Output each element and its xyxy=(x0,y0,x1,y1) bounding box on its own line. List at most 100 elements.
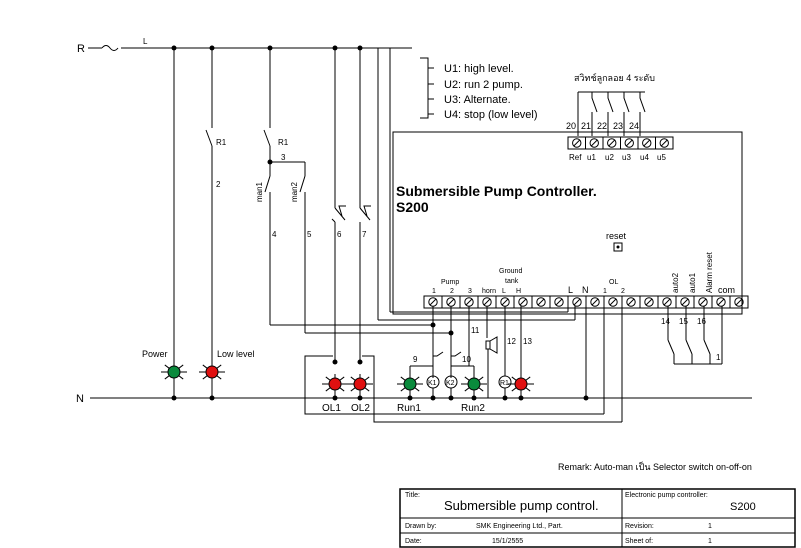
bottom-terminal-strip xyxy=(423,295,749,309)
man2-label: man2 xyxy=(290,181,299,202)
bottom-terminal-10 xyxy=(585,295,605,309)
bottom-terminal-13 xyxy=(639,295,659,309)
bottom-terminal-8 xyxy=(549,295,569,309)
man1-switch: man1 4 xyxy=(255,162,277,325)
terminal-l: L xyxy=(568,285,573,295)
ground-h: H xyxy=(516,288,521,295)
contactor-wiring: 9 10 11 12 13 xyxy=(270,306,623,423)
bottom-terminal-16 xyxy=(693,295,713,309)
elec-label: Electronic pump controller: xyxy=(625,492,708,499)
sheet-value: 1 xyxy=(708,538,712,545)
revision-value: 1 xyxy=(708,523,712,530)
run2-label: Run2 xyxy=(461,403,485,414)
k2-label: K2 xyxy=(446,380,455,387)
ol2-label: OL2 xyxy=(351,403,370,414)
r1-label-b: R1 xyxy=(278,138,289,147)
date-value: 15/1/2555 xyxy=(492,538,523,545)
legend-u2: U2: run 2 pump. xyxy=(444,79,523,91)
float-num-22: 22 xyxy=(597,121,607,131)
wire-16-label: 16 xyxy=(697,317,706,326)
horn-label: horn xyxy=(482,288,496,295)
alarm-lamp xyxy=(508,374,534,394)
bottom-terminal-labels: Pump 1 2 3 horn Ground tank L H L N OL 1… xyxy=(432,251,735,295)
legend: U1: high level. U2: run 2 pump. U3: Alte… xyxy=(420,57,538,121)
wire-11-label: 11 xyxy=(471,326,480,335)
revision-label: Revision: xyxy=(625,523,654,530)
top-terminal-labels: Ref u1 u2 u3 u4 u5 xyxy=(569,153,666,162)
low-level-label: Low level xyxy=(217,349,255,359)
wire-15-label: 15 xyxy=(679,317,688,326)
terminal-n: N xyxy=(582,285,589,295)
date-label: Date: xyxy=(405,538,422,545)
run1-lamp xyxy=(397,374,423,394)
legend-u4: U4: stop (low level) xyxy=(444,109,538,121)
pump-label: Pump xyxy=(441,279,459,286)
controller-box: Submersible Pump Controller. S200 reset xyxy=(392,131,743,315)
run2-lamp xyxy=(461,374,487,394)
coil-r1: R1 xyxy=(498,375,512,398)
auto-switch-wiring: 14 15 16 1 xyxy=(661,306,723,365)
top-terminal-6 xyxy=(655,136,674,150)
float-switch: สวิทช์ลูกลอย 4 ระดับ 20 21 22 23 24 xyxy=(566,72,655,136)
r1-contact-a: R1 2 xyxy=(205,48,227,364)
wire-4-label: 4 xyxy=(272,230,277,239)
term-u2: u2 xyxy=(605,153,614,162)
top-terminal-3 xyxy=(602,136,621,150)
top-terminal-2 xyxy=(585,136,604,150)
top-terminal-1 xyxy=(567,136,586,150)
contact-7: 7 xyxy=(359,48,371,362)
bottom-terminal-12 xyxy=(621,295,641,309)
bottom-terminal-11 xyxy=(603,295,623,309)
coil-k2: K2 xyxy=(444,375,458,398)
ol1-lamp xyxy=(322,374,348,394)
wire-12-label: 12 xyxy=(507,337,516,346)
bottom-terminal-9 xyxy=(567,295,587,309)
term-ref: Ref xyxy=(569,153,582,162)
alarm-reset-label: Alarm reset xyxy=(705,251,714,293)
line-n: N xyxy=(76,393,752,405)
wire-9-label: 9 xyxy=(413,355,418,364)
man2-switch: man2 5 xyxy=(290,162,312,333)
ground-label: Ground xyxy=(499,268,522,275)
r1-label-a: R1 xyxy=(216,138,227,147)
wire-6-label: 6 xyxy=(337,230,342,239)
wire-14-label: 14 xyxy=(661,317,670,326)
k1-label: K1 xyxy=(428,380,437,387)
contact-6: 6 xyxy=(331,48,346,362)
top-terminal-5 xyxy=(637,136,656,150)
auto2-label: auto2 xyxy=(671,272,680,293)
reset-label: reset xyxy=(606,231,627,241)
ol-2: 2 xyxy=(621,288,625,295)
bottom-terminal-17 xyxy=(711,295,731,309)
float-num-20: 20 xyxy=(566,121,576,131)
line-l-label: L xyxy=(143,37,148,46)
title-label: Title: xyxy=(405,492,420,499)
elec-value: S200 xyxy=(730,501,756,513)
coil-k1: K1 xyxy=(426,375,440,398)
r1-coil-label: R1 xyxy=(500,380,509,387)
wire-7-label: 7 xyxy=(362,230,367,239)
bottom-terminal-18 xyxy=(729,295,749,309)
wire-5-label: 5 xyxy=(307,230,312,239)
term-u4: u4 xyxy=(640,153,649,162)
auto1-label: auto1 xyxy=(688,272,697,293)
bottom-terminal-14 xyxy=(657,295,677,309)
pump-2: 2 xyxy=(450,288,454,295)
reset-button[interactable] xyxy=(613,242,623,252)
term-u1: u1 xyxy=(587,153,596,162)
ground-l: L xyxy=(502,288,506,295)
lamp-layer xyxy=(161,362,534,398)
controller-title: Submersible Pump Controller. xyxy=(396,183,597,199)
ol-1: 1 xyxy=(603,288,607,295)
power-label: Power xyxy=(142,349,168,359)
wire-3-label: 3 xyxy=(281,153,286,162)
line-r: R L xyxy=(77,37,412,55)
title-value: Submersible pump control. xyxy=(444,498,599,513)
run1-label: Run1 xyxy=(397,403,421,414)
wire-10-label: 10 xyxy=(462,355,471,364)
wire-2-label: 2 xyxy=(216,180,221,189)
bottom-terminal-15 xyxy=(675,295,695,309)
ol-label: OL xyxy=(609,279,618,286)
pump-3: 3 xyxy=(468,288,472,295)
